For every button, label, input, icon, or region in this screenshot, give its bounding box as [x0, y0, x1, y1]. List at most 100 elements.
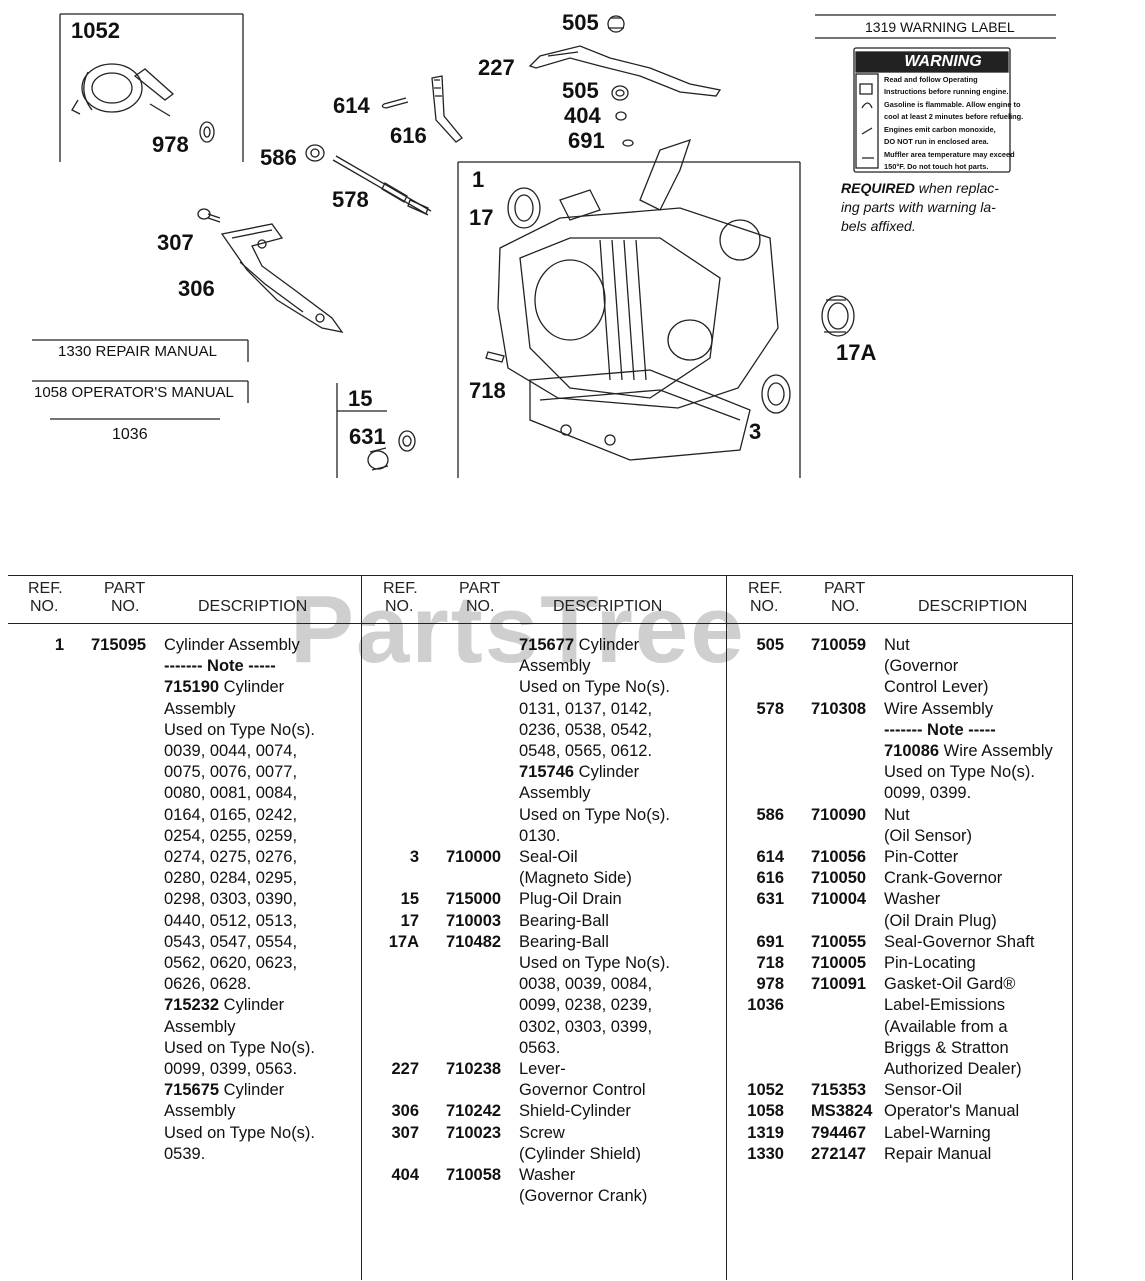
- part-number: 710058: [446, 1166, 502, 1184]
- description: Used on Type No(s).: [519, 678, 671, 697]
- column-divider: [1072, 575, 1073, 1280]
- table-row: (Cylinder Shield): [363, 1144, 716, 1165]
- table-row: 715677 Cylinder: [363, 635, 716, 656]
- seal-part-691: [622, 139, 634, 147]
- table-row: Used on Type No(s).: [8, 1038, 361, 1059]
- description: 715190 Cylinder: [164, 677, 284, 698]
- table-row: 0099, 0399.: [728, 783, 1081, 804]
- table-row: 0274, 0275, 0276,: [8, 847, 361, 868]
- ref-number: 586: [756, 805, 784, 824]
- description: Briggs & Stratton: [884, 1038, 1009, 1057]
- table-row: 0539.: [8, 1144, 361, 1165]
- callout-691: 691: [568, 128, 605, 153]
- cylinder-assembly-part: [485, 138, 779, 461]
- alternate-part-number: 715190: [164, 678, 220, 697]
- description: Used on Type No(s).: [519, 805, 671, 824]
- part-number: 710238: [446, 1060, 502, 1078]
- callout-3: 3: [749, 419, 762, 444]
- description: Wire Assembly: [884, 699, 994, 718]
- callout-614: 614: [333, 93, 370, 118]
- warning-sticker-title: WARNING: [904, 53, 982, 70]
- description: 0548, 0565, 0612.: [519, 742, 653, 760]
- description: 0539.: [164, 1144, 206, 1163]
- table-row: 715232 Cylinder: [8, 995, 361, 1016]
- description: 0164, 0165, 0242,: [164, 805, 298, 824]
- description: Lever-: [519, 1060, 566, 1078]
- alternate-part-number: 715675: [164, 1081, 220, 1100]
- description: 710086 Wire Assembly: [884, 741, 1053, 762]
- table-row: 0131, 0137, 0142,: [363, 699, 716, 720]
- description: 0075, 0076, 0077,: [164, 763, 298, 782]
- part-number: 710242: [446, 1102, 502, 1121]
- table-row: 0562, 0620, 0623,: [8, 953, 361, 974]
- table-row: Governor Control: [363, 1080, 716, 1101]
- description: Authorized Dealer): [884, 1060, 1022, 1078]
- description-text: Cylinder: [219, 996, 285, 1015]
- description: Gasket-Oil Gard®: [884, 975, 1016, 994]
- description: 0280, 0284, 0295,: [164, 869, 298, 888]
- description: Bearing-Ball: [519, 911, 609, 930]
- table-row: 0626, 0628.: [8, 974, 361, 995]
- callout-404: 404: [564, 103, 601, 128]
- warning-sticker-line: Read and follow Operating: [884, 75, 978, 84]
- ref-number: 17A: [388, 932, 419, 951]
- table-row: 0236, 0538, 0542,: [363, 720, 716, 741]
- ref-number: 1036: [747, 996, 784, 1015]
- description: Used on Type No(s).: [164, 1038, 316, 1057]
- nut-part-505-top: [607, 15, 625, 33]
- description: 715677 Cylinder: [519, 635, 639, 656]
- table-row: 0254, 0255, 0259,: [8, 826, 361, 847]
- required-keyword: REQUIRED: [841, 180, 915, 196]
- description: 0562, 0620, 0623,: [164, 954, 298, 972]
- description: (Magneto Side): [519, 869, 632, 888]
- part-number: 715095: [91, 636, 147, 654]
- operators-manual-label: 1058 OPERATOR'S MANUAL: [34, 384, 234, 401]
- watermark: PartsTree: [290, 576, 746, 683]
- header-part: PART: [824, 580, 866, 597]
- header-ref-no: NO.: [30, 598, 59, 615]
- manual-label-lines: [32, 14, 1056, 420]
- callout-586: 586: [260, 145, 297, 170]
- table-row: Assembly: [8, 699, 361, 720]
- table-row: (Governor Crank): [363, 1186, 716, 1207]
- header-part: PART: [459, 580, 501, 597]
- part-number: 710056: [811, 848, 867, 866]
- description: 0543, 0547, 0554,: [164, 932, 298, 951]
- table-row: 0563.: [363, 1038, 716, 1059]
- description: Assembly: [519, 784, 591, 803]
- description: Control Lever): [884, 678, 989, 697]
- governor-lever-part: [528, 45, 722, 97]
- required-note-line: bels affixed.: [841, 218, 916, 234]
- part-number: 710023: [446, 1123, 502, 1142]
- table-row: (Governor: [728, 656, 1081, 677]
- oil-seal-part: [761, 374, 791, 414]
- table-row: 0039, 0044, 0074,: [8, 741, 361, 762]
- table-row: 0302, 0303, 0399,: [363, 1017, 716, 1038]
- callout-505: 505: [562, 78, 599, 103]
- description: (Oil Sensor): [884, 826, 973, 845]
- table-row: 715675 Cylinder: [8, 1080, 361, 1101]
- header-part-no: NO.: [831, 598, 860, 615]
- callout-631: 631: [349, 424, 386, 449]
- part-number: 715353: [811, 1081, 867, 1100]
- header-divider: [8, 623, 1072, 624]
- screw-part: [197, 208, 221, 223]
- warning-label-title: 1319 WARNING LABEL: [865, 19, 1015, 35]
- header-description: DESCRIPTION: [198, 598, 308, 615]
- description: 0099, 0399.: [884, 784, 972, 803]
- description: Used on Type No(s).: [164, 1123, 316, 1142]
- header-part: PART: [104, 580, 146, 597]
- ref-number: 978: [756, 975, 784, 994]
- nut-part-505: [611, 85, 629, 101]
- cylinder-shield-part: [220, 223, 344, 333]
- part-number: 710004: [811, 890, 867, 909]
- callout-616: 616: [390, 123, 427, 148]
- table-row: 0075, 0076, 0077,: [8, 762, 361, 783]
- description-text: Wire Assembly: [939, 742, 1053, 760]
- ref-number: 718: [756, 954, 784, 972]
